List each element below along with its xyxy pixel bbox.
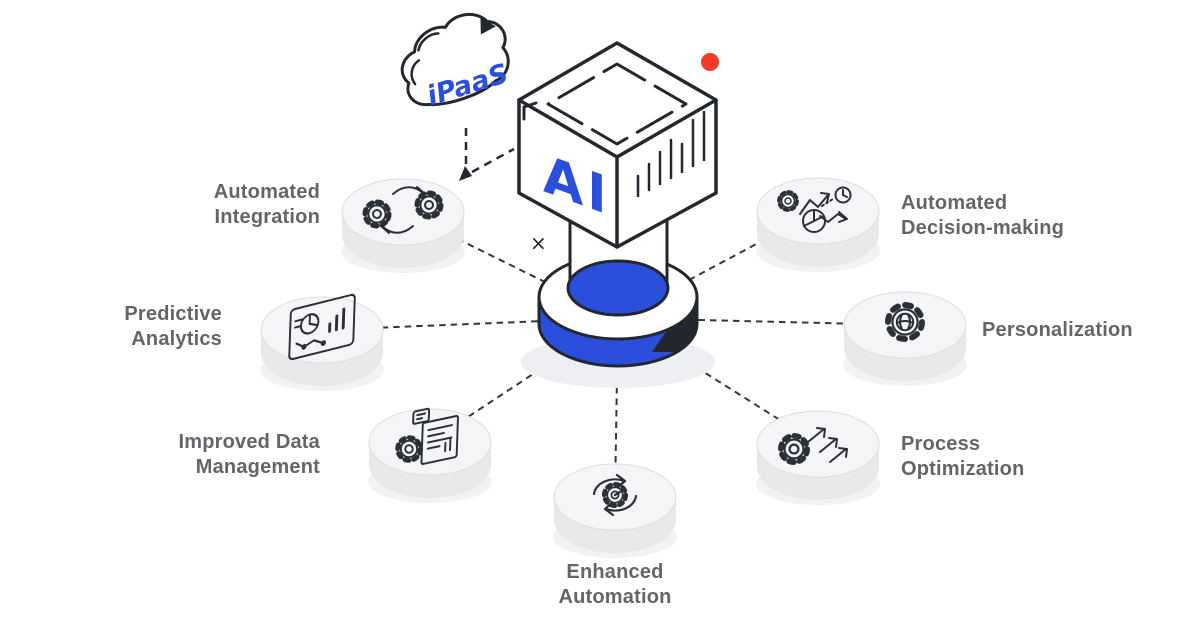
label-automated-integration: Automated Integration xyxy=(213,181,320,228)
label-automated-decision-making: Automated Decision-making xyxy=(901,192,1065,239)
label-enhanced-automation: Enhanced Automation xyxy=(558,561,672,608)
cross-mark: × xyxy=(530,231,547,255)
label-improved-data-management: Improved Data Management xyxy=(178,431,320,478)
red-dot-indicator xyxy=(701,53,719,71)
label-personalization: Personalization xyxy=(982,319,1133,341)
node-automated-decision-making xyxy=(755,177,881,273)
label-predictive-analytics: Predictive Analytics xyxy=(124,303,222,350)
cloud-dashed-link xyxy=(464,128,515,174)
platform-core xyxy=(566,259,670,317)
dashed-link-arrowhead xyxy=(459,166,472,181)
node-enhanced-automation xyxy=(552,463,678,559)
node-personalization xyxy=(842,291,968,387)
node-automated-integration xyxy=(340,178,466,274)
soundwave-bars xyxy=(636,110,706,198)
node-process-optimization xyxy=(755,410,881,506)
node-predictive-analytics xyxy=(259,292,385,392)
ai-cube-icon: AI xyxy=(517,41,718,249)
node-improved-data-management xyxy=(367,402,493,504)
label-process-optimization: Process Optimization xyxy=(901,433,1025,480)
gear-brain-icon xyxy=(888,305,922,339)
ipaas-cloud-icon: iPaaS xyxy=(400,12,512,112)
